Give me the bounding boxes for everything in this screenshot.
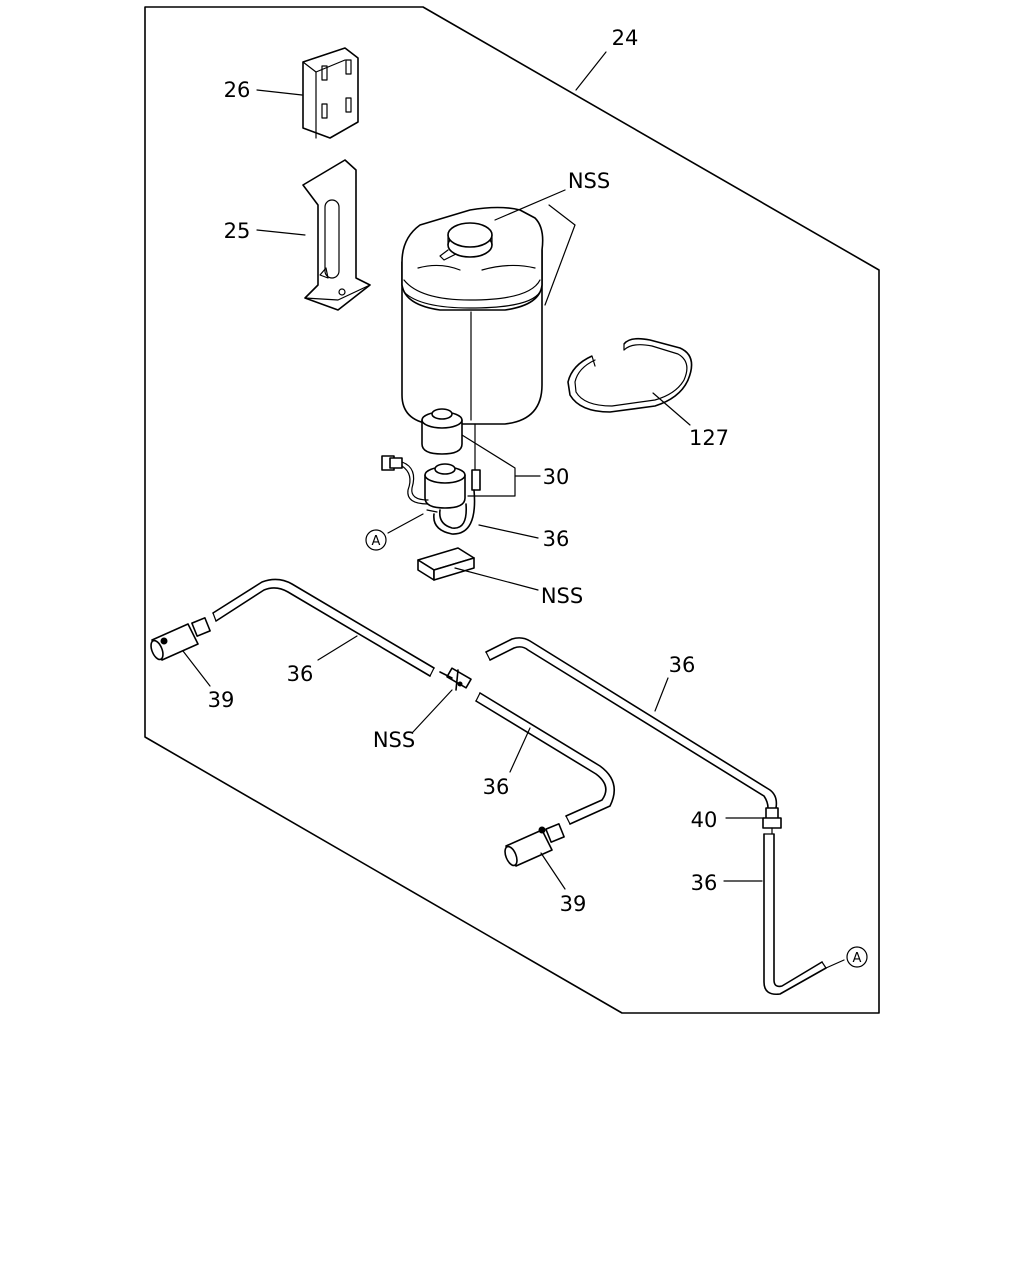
tee-joint: [439, 667, 472, 691]
callout-127: 127: [689, 426, 729, 450]
pad: [417, 547, 475, 581]
check-valve: [762, 807, 782, 835]
washer-tank: [401, 206, 544, 471]
ref-a-right: A: [853, 951, 862, 966]
bracket-lower: [302, 159, 371, 311]
callout-26: 26: [224, 78, 251, 102]
callout-39-left: 39: [208, 688, 235, 712]
callout-nss-joint: NSS: [373, 728, 415, 752]
callout-36-right: 36: [669, 653, 696, 677]
ref-a-left: A: [372, 534, 381, 549]
callout-36-left: 36: [287, 662, 314, 686]
kit-outline: [144, 6, 880, 1014]
callout-39-bottom: 39: [560, 892, 587, 916]
hose-center: [475, 692, 616, 825]
bracket-upper: [302, 47, 359, 139]
callout-24: 24: [612, 26, 639, 50]
callout-36-pump: 36: [543, 527, 570, 551]
leader-lines: [182, 51, 845, 969]
nozzle-left: [150, 617, 211, 661]
ref-a-right-circle: [846, 946, 868, 968]
callout-36-vertical: 36: [691, 871, 718, 895]
hose-right: [485, 637, 778, 809]
nozzle-bottom: [504, 823, 565, 867]
hose-left: [212, 578, 435, 677]
callout-nss-tank: NSS: [568, 169, 610, 193]
callout-30: 30: [543, 465, 570, 489]
callout-25: 25: [224, 219, 251, 243]
hose-vertical: [763, 833, 827, 996]
callout-40: 40: [691, 808, 718, 832]
ref-a-left-circle: [365, 529, 387, 551]
pump-hose: [438, 503, 468, 529]
callout-36-center: 36: [483, 775, 510, 799]
callout-nss-pad: NSS: [541, 584, 583, 608]
tank-band: [567, 337, 693, 413]
washer-pump: [381, 408, 481, 509]
